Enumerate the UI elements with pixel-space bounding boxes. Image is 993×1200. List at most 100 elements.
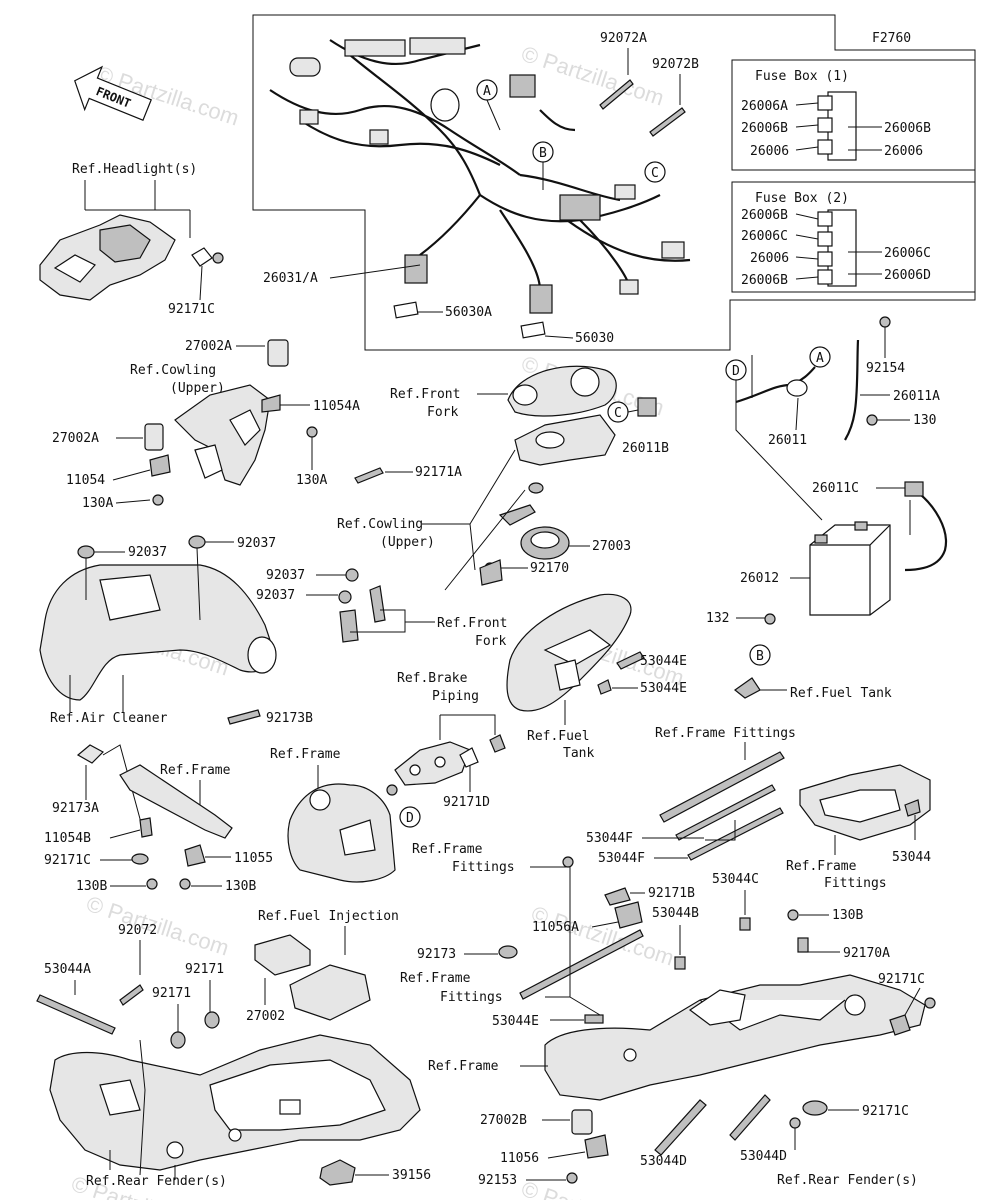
ref-brake-piping-2: Piping — [432, 689, 479, 704]
part-11055: 11055 — [234, 851, 273, 866]
ref-frame-fittings-b2: Fittings — [824, 876, 887, 891]
battery-cable-icon — [904, 489, 948, 572]
figure-code: F2760 — [872, 31, 911, 46]
main-harness-icon — [269, 37, 691, 339]
cowling-bracket-icon — [174, 384, 271, 486]
bolt-icon — [306, 426, 318, 438]
bolt-icon — [789, 1117, 801, 1129]
bolt-icon — [212, 252, 224, 264]
part-92037-1: 92037 — [128, 545, 167, 560]
part-53044D-a: 53044D — [640, 1154, 687, 1169]
frame-rail-icon — [119, 764, 233, 839]
part-132: 132 — [706, 611, 729, 626]
clamp-icon — [369, 585, 386, 623]
ref-fuel-injection: Ref.Fuel Injection — [258, 909, 399, 924]
part-26011B: 26011B — [622, 441, 669, 456]
part-53044E-b: 53044E — [640, 681, 687, 696]
grommet-icon — [338, 590, 352, 604]
part-53044B: 53044B — [652, 906, 699, 921]
cable-tie-icon — [616, 651, 645, 670]
bolt-icon — [179, 878, 191, 890]
callout-c-harness: C — [644, 161, 666, 183]
rear-fender-icon — [49, 1034, 421, 1171]
clip-icon — [674, 956, 686, 970]
part-92072B: 92072B — [652, 57, 699, 72]
part-53044E-c: 53044E — [492, 1014, 539, 1029]
cable-tie-icon — [119, 984, 144, 1006]
clip-icon — [597, 679, 612, 695]
fuse2-26006B-a: 26006B — [741, 208, 788, 223]
strip-icon — [654, 1099, 707, 1156]
ref-frame-fittings-a: Ref.Frame Fittings — [655, 726, 796, 741]
relay-icon — [267, 339, 289, 367]
clamp-icon — [76, 744, 104, 764]
svg-text:A: A — [816, 351, 824, 366]
clamp-icon — [604, 887, 631, 906]
grommet-icon — [345, 568, 359, 582]
clip-icon — [584, 1014, 604, 1024]
ref-headlight: Ref.Headlight(s) — [72, 162, 197, 177]
rubber-cap-icon — [319, 1159, 356, 1186]
bracket-icon — [261, 394, 281, 413]
watermark: © Partzilla.com — [518, 41, 667, 111]
battery-cable-icon — [844, 339, 860, 441]
nut-icon — [386, 784, 398, 796]
part-27002: 27002 — [246, 1009, 285, 1024]
bracket-icon — [149, 454, 171, 477]
part-130A-a: 130A — [82, 496, 113, 511]
ref-cowling-b2: (Upper) — [380, 535, 435, 550]
ref-rear-fender-a: Ref.Rear Fender(s) — [86, 1174, 227, 1189]
clip-icon — [889, 1014, 911, 1036]
fuse-box-cover-icon — [799, 764, 931, 841]
battery-icon — [809, 521, 891, 616]
part-26011A: 26011A — [893, 389, 940, 404]
part-92173: 92173 — [417, 947, 456, 962]
fuse-26006-left: 26006 — [750, 144, 789, 159]
part-53044F-a: 53044F — [586, 831, 633, 846]
ref-cowling-b1: Ref.Cowling — [337, 517, 423, 532]
fuse-box-2: Fuse Box (2) 26006B 26006C 26006 26006C … — [731, 181, 976, 293]
bolt-icon — [562, 856, 574, 868]
clip-icon — [489, 734, 506, 753]
part-92171C-c: 92171C — [878, 972, 925, 987]
clip-icon — [131, 853, 149, 865]
bracket-icon — [184, 844, 206, 867]
ref-fuel-tank-b1: Ref.Fuel — [527, 729, 590, 744]
fuse2-26006B-b: 26006B — [741, 273, 788, 288]
part-92171C-b: 92171C — [44, 853, 91, 868]
clip-icon — [191, 247, 213, 267]
part-53044E-a: 53044E — [640, 654, 687, 669]
callout-d-frame: D — [399, 806, 421, 828]
fuse2-26006C-right: 26006C — [884, 246, 931, 261]
svg-text:C: C — [614, 406, 622, 421]
part-92154: 92154 — [866, 361, 905, 376]
ref-cowling-upper-b: (Upper) — [170, 381, 225, 396]
part-26012: 26012 — [740, 571, 779, 586]
headlight-bracket-icon — [39, 214, 176, 301]
fuse-26006-right: 26006 — [884, 144, 923, 159]
callout-c: C — [607, 401, 629, 423]
part-92173B: 92173B — [266, 711, 313, 726]
fuse-26006B-right: 26006B — [884, 121, 931, 136]
ref-front-fork-a2: Fork — [427, 405, 458, 420]
bolt-icon — [764, 613, 776, 625]
collar-icon — [797, 937, 809, 953]
part-27002A-b: 27002A — [52, 431, 99, 446]
ref-front-fork-b1: Ref.Front — [437, 616, 507, 631]
part-27002A-a: 27002A — [185, 339, 232, 354]
part-92171D: 92171D — [443, 795, 490, 810]
bolt-icon — [146, 878, 158, 890]
ref-frame-fittings-d2: Fittings — [440, 990, 503, 1005]
fuse-box-1-title: Fuse Box (1) — [755, 69, 849, 84]
ref-frame-c: Ref.Frame — [428, 1059, 499, 1074]
fuse2-26006C-left: 26006C — [741, 229, 788, 244]
part-26011C: 26011C — [812, 481, 859, 496]
cowling-stay-icon — [514, 414, 616, 466]
relay-icon — [144, 423, 164, 451]
part-92171C-a: 92171C — [168, 302, 215, 317]
ref-rear-fender-b: Ref.Rear Fender(s) — [777, 1173, 918, 1188]
fuse-26006A: 26006A — [741, 99, 788, 114]
fuse-box-2-title: Fuse Box (2) — [755, 191, 849, 206]
fuel-tank-bracket-icon — [506, 593, 632, 712]
part-53044A: 53044A — [44, 962, 91, 977]
